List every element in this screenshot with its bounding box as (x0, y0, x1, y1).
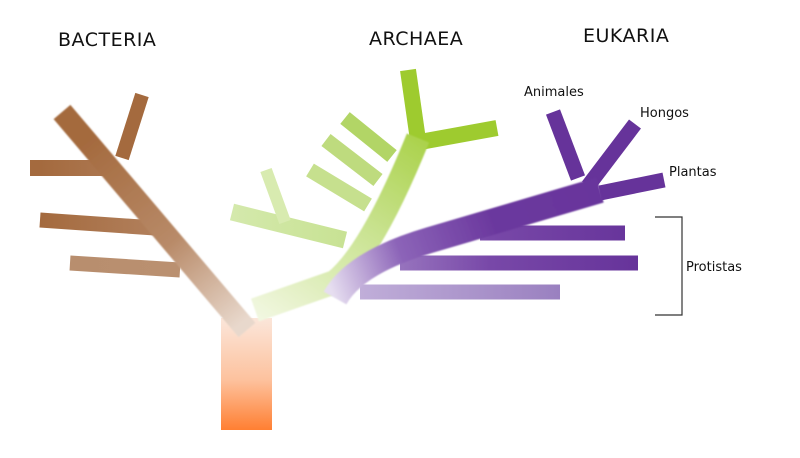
eukaria-main-branch (323, 177, 604, 305)
trunk-stem (221, 318, 272, 430)
archaea-twig-3 (340, 112, 397, 162)
plantas-label: Plantas (669, 165, 717, 180)
bacteria-twig-3 (69, 255, 181, 278)
eukaria-branch (323, 109, 666, 305)
hongos-label: Hongos (640, 106, 689, 121)
protistas-label: Protistas (686, 260, 742, 275)
bacteria-main-branch (53, 104, 256, 338)
archaea-twig-1 (306, 163, 372, 212)
animales-twig (545, 109, 586, 181)
bacteria-branch (30, 92, 256, 338)
archaea-twig-2 (321, 134, 383, 186)
trunk (221, 318, 272, 430)
archaea-right-twig (418, 120, 499, 150)
bacteria-twig-2 (39, 212, 156, 236)
animales-label: Animales (524, 85, 584, 100)
eukaria-label: EUKARIA (583, 25, 669, 47)
bacteria-top-twig (115, 92, 149, 161)
bacteria-label: BACTERIA (58, 29, 156, 51)
hongos-twig (582, 119, 641, 191)
archaea-top-twig (400, 68, 426, 142)
archaea-low-twig (229, 203, 348, 249)
archaea-label: ARCHAEA (369, 28, 463, 50)
protistas-bracket (655, 216, 683, 316)
plantas-twig (598, 172, 666, 201)
archaea-small-twig (260, 167, 291, 225)
